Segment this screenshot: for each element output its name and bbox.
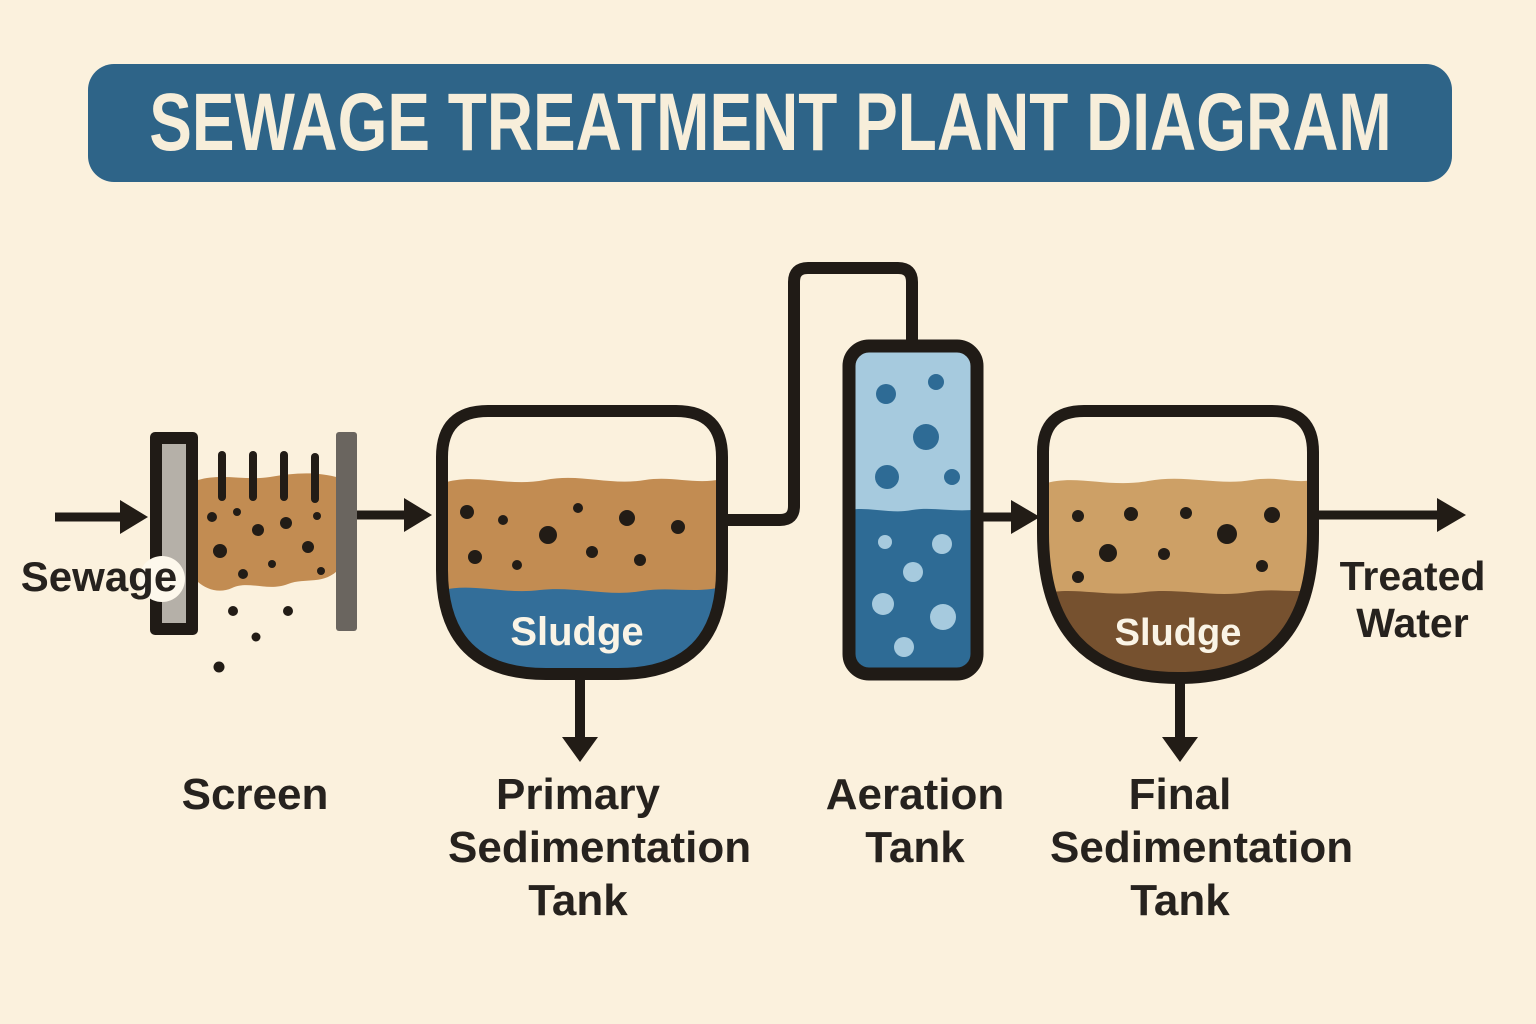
sewage-inflow-arrow <box>55 500 148 534</box>
page-title: SEWAGE TREATMENT PLANT DIAGRAM <box>148 77 1392 168</box>
screen-water <box>198 473 340 591</box>
screen-debris-dots <box>207 508 325 579</box>
arrow-head <box>404 498 432 532</box>
arrow-head <box>1437 498 1466 532</box>
sewage-label: Sewage <box>20 553 178 600</box>
final-sedimentation-tank <box>1037 405 1319 685</box>
aeration-tank-lower-water <box>849 508 977 674</box>
arrow-head <box>1162 737 1198 762</box>
final-tank-outline <box>1037 405 1319 685</box>
primary-tank-water <box>442 477 722 605</box>
primary-tank-particles <box>460 503 685 570</box>
falling-debris-dots <box>213 606 293 673</box>
treated-water-arrow <box>1313 498 1466 532</box>
treated-water-label: Treated Water <box>1339 553 1486 646</box>
arrow-head <box>1011 500 1040 534</box>
aeration-tank <box>842 339 984 681</box>
highlight-circle <box>139 556 185 602</box>
primary-stage-label: Primary Sedimentation Tank <box>448 770 752 925</box>
primary-sludge-text: Sludge <box>510 610 644 654</box>
screen-bar-teeth <box>218 451 319 503</box>
final-sludge-arrow <box>1162 680 1198 762</box>
transfer-pipe <box>716 262 918 526</box>
aeration-bubbles-dark <box>875 374 960 489</box>
final-sludge-text: Sludge <box>1114 612 1242 654</box>
title-banner: SEWAGE TREATMENT PLANT DIAGRAM <box>88 64 1452 182</box>
screen-outflow-arrow <box>357 498 432 532</box>
aeration-bubbles-light <box>872 534 956 657</box>
final-stage-label: Final Sedimentation Tank <box>1050 770 1354 925</box>
screen-right-bar <box>336 432 357 631</box>
primary-sedimentation-tank <box>436 405 728 680</box>
arrow-head <box>120 500 148 534</box>
primary-tank-sludge <box>442 585 722 674</box>
screen-assembly <box>139 432 357 673</box>
final-tank-particles <box>1072 507 1280 583</box>
arrow-head <box>562 737 598 762</box>
primary-sludge-arrow <box>562 680 598 762</box>
primary-tank-outline <box>436 405 728 680</box>
aeration-tank-outline <box>842 339 984 681</box>
aeration-outflow-arrow <box>980 500 1040 534</box>
final-tank-water <box>1043 477 1313 608</box>
aeration-stage-label: Aeration Tank <box>825 770 1005 872</box>
screen-stage-label: Screen <box>181 770 329 819</box>
